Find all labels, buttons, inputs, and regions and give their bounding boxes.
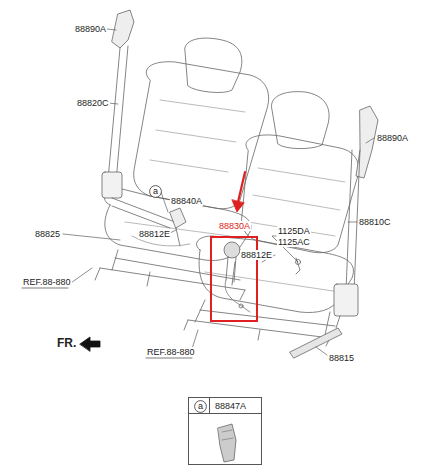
table-header-divider bbox=[209, 398, 210, 413]
front-marker: FR. bbox=[56, 338, 77, 348]
part-number: 88812E bbox=[138, 229, 171, 239]
reference-label: REF.88-880 bbox=[146, 347, 196, 357]
reference-circle: a bbox=[194, 400, 207, 413]
part-number: 1125AC bbox=[277, 237, 311, 247]
highlight-arrow bbox=[232, 172, 245, 212]
part-number: 88820C bbox=[76, 98, 110, 108]
right-seat bbox=[184, 92, 359, 346]
leader-lines bbox=[40, 29, 374, 355]
highlight-box: 88830A bbox=[210, 236, 258, 322]
part-number: 88825 bbox=[34, 229, 61, 239]
reference-label: REF.88-880 bbox=[22, 277, 72, 287]
reference-circle: a bbox=[149, 185, 162, 198]
callout-number: 88830A bbox=[218, 221, 251, 231]
part-number: 88890A bbox=[376, 133, 409, 143]
part-number: 88840A bbox=[170, 196, 203, 206]
table-header-rule bbox=[189, 413, 261, 414]
part-table-box: 88847A a bbox=[188, 397, 262, 465]
part-number: 88810C bbox=[358, 217, 392, 227]
callout-number: 88847A bbox=[215, 401, 246, 411]
circle-letter: a bbox=[194, 400, 207, 413]
part-number: 1125DA bbox=[277, 226, 311, 236]
part-number: 88815 bbox=[328, 353, 355, 363]
part-number: 88890A bbox=[74, 24, 107, 34]
circle-letter: a bbox=[149, 185, 162, 198]
part-number: 88812E bbox=[240, 250, 273, 260]
part-88847A-picture bbox=[218, 424, 236, 462]
front-arrow bbox=[80, 337, 100, 351]
left-seat-belt bbox=[102, 10, 190, 246]
left-seat bbox=[95, 38, 269, 300]
